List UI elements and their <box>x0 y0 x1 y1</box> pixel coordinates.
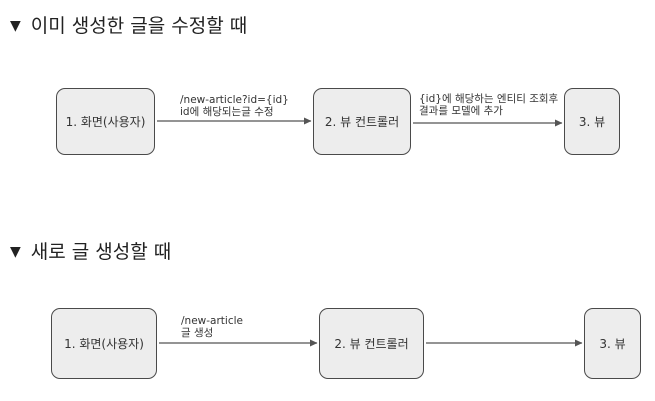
section-title-edit-text: 이미 생성한 글을 수정할 때 <box>30 15 248 37</box>
create-node-view: 3. 뷰 <box>584 308 641 379</box>
edit-node-view-controller: 2. 뷰 컨트롤러 <box>313 88 411 155</box>
create-node-screen-user: 1. 화면(사용자) <box>51 308 157 379</box>
edit-edge-2-line1: {id}에 해당하는 엔티티 조회후 <box>419 93 559 105</box>
create-edge-1-line1: /new-article <box>181 315 243 327</box>
create-node-view-label: 3. 뷰 <box>599 337 626 351</box>
create-edge-1-label: /new-article 글 생성 <box>181 315 243 339</box>
create-node-view-controller-label: 2. 뷰 컨트롤러 <box>334 337 409 351</box>
section-title-edit: ▼ 이미 생성한 글을 수정할 때 <box>10 14 247 38</box>
edit-edge-1-line1: /new-article?id={id} <box>180 94 289 106</box>
section-title-create-text: 새로 글 생성할 때 <box>30 241 172 263</box>
edit-node-screen-user: 1. 화면(사용자) <box>56 88 155 155</box>
create-node-view-controller: 2. 뷰 컨트롤러 <box>319 308 424 379</box>
edit-edge-1-label: /new-article?id={id} id에 해당되는글 수정 <box>180 94 289 118</box>
create-node-screen-user-label: 1. 화면(사용자) <box>64 337 144 351</box>
edit-node-screen-user-label: 1. 화면(사용자) <box>65 115 146 129</box>
edit-edge-2-line2: 결과를 모델에 추가 <box>419 105 503 117</box>
edit-node-view: 3. 뷰 <box>564 88 620 155</box>
edit-node-view-label: 3. 뷰 <box>578 115 606 129</box>
edit-edge-1-line2: id에 해당되는글 수정 <box>180 106 274 118</box>
section-title-create: ▼ 새로 글 생성할 때 <box>10 240 171 264</box>
edit-edge-2-label: {id}에 해당하는 엔티티 조회후 결과를 모델에 추가 <box>419 93 558 117</box>
triangle-down-icon: ▼ <box>10 244 21 260</box>
triangle-down-icon: ▼ <box>10 18 21 34</box>
create-edge-1-line2: 글 생성 <box>181 327 214 339</box>
edit-node-view-controller-label: 2. 뷰 컨트롤러 <box>324 115 400 129</box>
